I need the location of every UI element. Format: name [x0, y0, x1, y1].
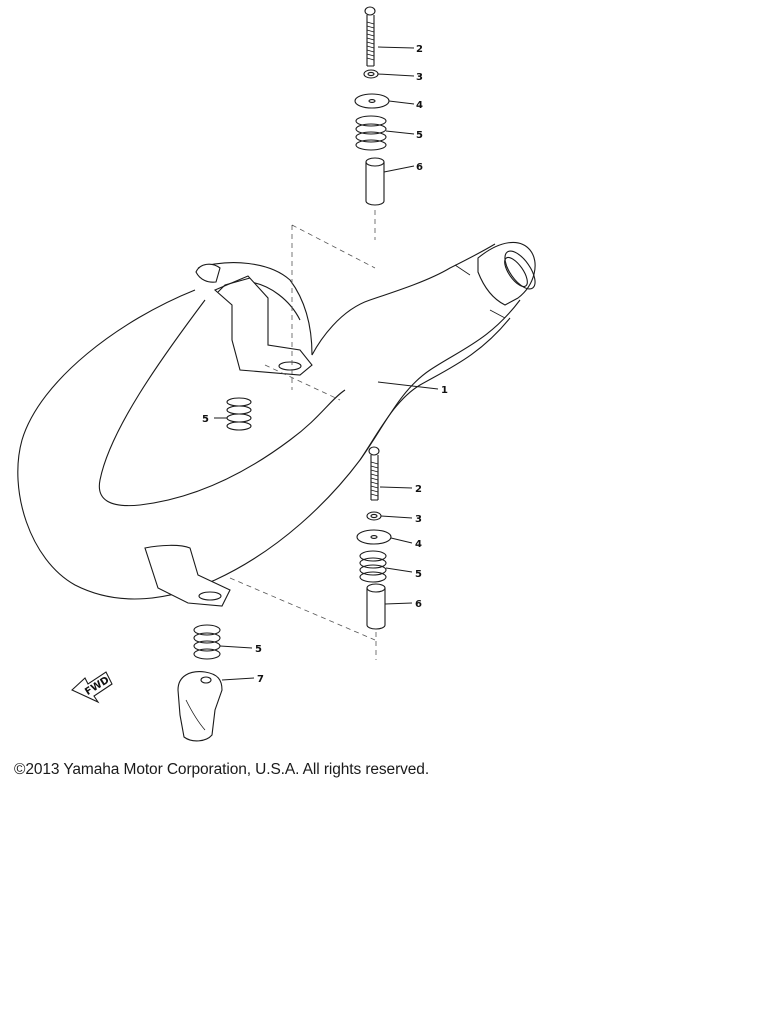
bottom-spring-part-5 [193, 624, 221, 660]
lower-bolt-part-2 [368, 446, 380, 501]
muffler-part-1 [17, 224, 536, 641]
callout-6-top: 6 [416, 162, 423, 173]
callout-2-lower: 2 [415, 484, 422, 495]
top-plate-washer-part-4 [354, 93, 390, 109]
forward-arrow-icon: FWD [71, 671, 113, 704]
callout-3-lower: 3 [415, 514, 422, 525]
callout-5-lower: 5 [415, 569, 422, 580]
top-washer-part-3 [363, 69, 379, 79]
callout-4-top: 4 [416, 100, 423, 111]
callout-5-bottom: 5 [255, 644, 262, 655]
lower-washer-part-3 [366, 511, 382, 521]
top-spring-part-5 [355, 115, 387, 151]
callout-numbers: 2 3 4 5 6 1 5 2 3 4 5 6 5 7 [202, 44, 448, 685]
callout-4-lower: 4 [415, 539, 422, 550]
callout-1: 1 [441, 385, 448, 396]
exploded-parts-diagram: FWD 2 3 4 5 6 1 5 2 3 4 5 6 5 7 [17, 6, 536, 742]
callout-3-top: 3 [416, 72, 423, 83]
copyright-notice: ©2013 Yamaha Motor Corporation, U.S.A. A… [14, 761, 430, 778]
callout-6-lower: 6 [415, 599, 422, 610]
lower-collar-part-6 [366, 583, 386, 630]
callout-7: 7 [257, 674, 264, 685]
callout-5-top: 5 [416, 130, 423, 141]
mid-spring-part-5 [226, 397, 252, 431]
leader-lines [214, 46, 439, 681]
top-bolt-part-2 [364, 6, 376, 67]
callout-2-top: 2 [416, 44, 423, 55]
bracket-part-7 [177, 671, 223, 742]
top-collar-part-6 [365, 157, 385, 206]
lower-spring-part-5 [359, 550, 387, 583]
lower-plate-washer-part-4 [356, 529, 392, 545]
callout-5-mid: 5 [202, 414, 209, 425]
